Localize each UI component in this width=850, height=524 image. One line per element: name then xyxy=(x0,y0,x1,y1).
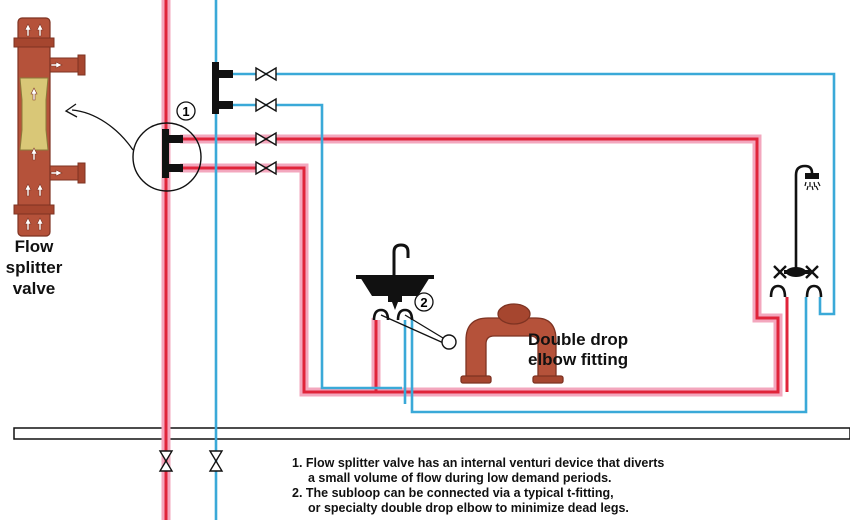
elbow-fitting-label: Double drop elbow fitting xyxy=(528,330,628,370)
valve-icon xyxy=(255,97,277,113)
flow-splitter-detail xyxy=(13,17,86,237)
callout-1: 1 xyxy=(176,101,196,121)
flow-splitter-label: Flow splitter valve xyxy=(4,236,64,299)
double-drop-elbow-fitting xyxy=(460,303,564,384)
valve-icon xyxy=(208,450,224,472)
floor-slab xyxy=(13,427,850,440)
callout-2: 2 xyxy=(380,292,457,350)
cold-water-lines xyxy=(214,0,836,520)
elbow-label-line-2: elbow fitting xyxy=(528,350,629,369)
sink-icon xyxy=(356,243,434,321)
inline-valves xyxy=(158,66,277,472)
hot-water-loop xyxy=(161,0,789,520)
valve-icon xyxy=(255,160,277,176)
callout-2-text: 2 xyxy=(420,295,427,310)
valve-handle-icon xyxy=(773,265,819,279)
note-1-line-2: a small volume of flow during low demand… xyxy=(308,471,612,485)
callout-1-text: 1 xyxy=(182,104,189,119)
valve-icon xyxy=(255,66,277,82)
shower-head-icon xyxy=(804,173,821,191)
note-1-line-1: 1. Flow splitter valve has an internal v… xyxy=(292,456,665,470)
note-2-line-1: 2. The subloop can be connected via a ty… xyxy=(292,486,614,500)
valve-icon xyxy=(158,450,174,472)
note-2-line-2: or specialty double drop elbow to minimi… xyxy=(308,501,629,515)
elbow-label-line-1: Double drop xyxy=(528,330,629,349)
splitter-label-line-1: Flow xyxy=(14,237,54,256)
splitter-label-line-3: valve xyxy=(12,279,56,298)
t-fittings xyxy=(162,62,233,178)
notes-block: 1. Flow splitter valve has an internal v… xyxy=(292,456,664,516)
detail-magnifier-circle xyxy=(132,122,202,192)
valve-icon xyxy=(255,131,277,147)
splitter-label-line-2: splitter xyxy=(5,258,63,277)
flow-arrow-icon xyxy=(24,23,63,231)
shower-assembly xyxy=(769,164,823,298)
detail-pointer-arrow xyxy=(64,103,134,151)
